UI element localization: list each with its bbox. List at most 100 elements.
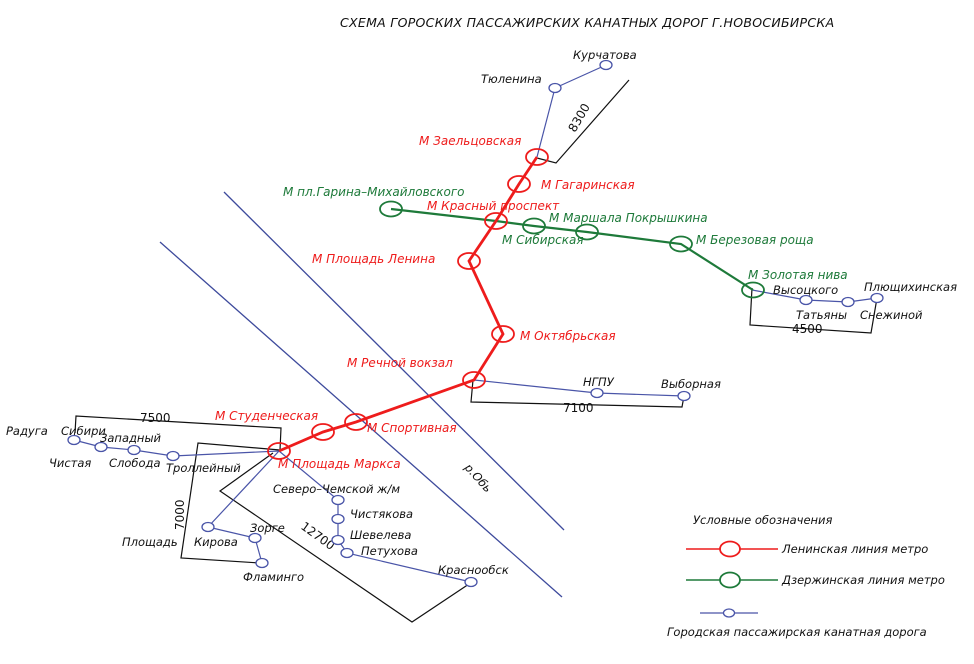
cableway-stations xyxy=(67,59,884,588)
dim-label-4500: 4500 xyxy=(792,322,823,336)
station-tatyany-snezhinoy[interactable] xyxy=(841,296,855,308)
label-zolotaya-niva: М Золотая нива xyxy=(748,268,848,282)
legend-blue-station-icon xyxy=(722,608,736,618)
station-zorge[interactable] xyxy=(248,532,262,544)
station-raduga-sibiri[interactable] xyxy=(67,434,81,446)
legend-label-dzerzhinskaya: Дзержинская линия метро xyxy=(781,573,945,587)
scheme-title: СХЕМА ГОРОСКИХ ПАССАЖИРСКИХ КАНАТНЫХ ДОР… xyxy=(340,15,834,30)
dimension-lines xyxy=(74,79,878,623)
dim-label-7000: 7000 xyxy=(173,499,187,530)
station-ploshchad-marksa[interactable] xyxy=(267,442,291,460)
station-rechnoy-vokzal[interactable] xyxy=(462,371,486,389)
station-vysotskogo[interactable] xyxy=(799,294,813,306)
label-ngpu: НГПУ xyxy=(583,375,615,389)
label-ploshchad-lenina: М Площадь Ленина xyxy=(312,252,435,266)
dimension-4500 xyxy=(749,287,878,334)
legend-red-station-icon xyxy=(719,540,741,558)
station-sibirskaya[interactable] xyxy=(522,217,546,235)
station-sloboda[interactable] xyxy=(127,444,141,456)
station-plyushchikhinskaya[interactable] xyxy=(870,292,884,304)
label-marshala-pokryshkina: М Маршала Покрышкина xyxy=(549,211,708,225)
dim-label-7100: 7100 xyxy=(563,401,594,415)
station-zaeltsovskaya[interactable] xyxy=(525,148,549,166)
label-vybornaya: Выборная xyxy=(661,377,721,391)
label-krasnoobsk: Краснообск xyxy=(438,563,509,577)
label-flamingo: Фламинго xyxy=(243,570,304,584)
legend-title: Условные обозначения xyxy=(693,513,833,527)
dimension-7000 xyxy=(180,442,281,564)
label-chistaya: Чистая xyxy=(49,456,91,470)
label-gagarinskaya: М Гагаринская xyxy=(541,178,635,192)
label-ploshchad: Площадь xyxy=(122,535,178,549)
label-zaeltsovskaya: М Заельцовская xyxy=(419,134,521,148)
station-kurchatova[interactable] xyxy=(599,59,613,71)
station-krasnoobsk[interactable] xyxy=(464,576,478,588)
cableway-north-line xyxy=(536,64,607,158)
label-sportivnaya: М Спортивная xyxy=(367,421,457,435)
legend: Условные обозначения Ленинская линия мет… xyxy=(667,513,945,639)
label-berezovaya-roshcha: М Березовая роща xyxy=(696,233,814,247)
station-oktyabrskaya[interactable] xyxy=(491,325,515,343)
label-sloboda: Слобода xyxy=(109,456,161,470)
station-ploshchad-lenina[interactable] xyxy=(457,252,481,270)
station-tyulenina[interactable] xyxy=(548,82,562,94)
station-gagarinskaya[interactable] xyxy=(507,175,531,193)
label-ploshchad-marksa: М Площадь Маркса xyxy=(278,457,401,471)
station-sportivnaya[interactable] xyxy=(344,413,368,431)
dzerzhinskaya-track xyxy=(390,207,754,291)
station-trolleyny[interactable] xyxy=(166,450,180,462)
station-krasny-prospekt[interactable] xyxy=(484,212,508,230)
label-petukhova: Петухова xyxy=(361,544,418,558)
label-trolleyny: Троллейный xyxy=(166,461,241,475)
label-garina-mikhaylovskogo: М пл.Гарина–Михайловского xyxy=(283,185,464,199)
label-raduga: Радуга xyxy=(6,424,48,438)
label-tyulenina: Тюленина xyxy=(481,72,542,86)
station-berezovaya-roshcha[interactable] xyxy=(669,235,693,253)
dimension-8300 xyxy=(536,79,630,164)
cableway-south-line xyxy=(278,450,472,583)
station-sheveleva[interactable] xyxy=(331,534,345,546)
legend-label-cableway: Городская пассажирская канатная дорога xyxy=(667,625,927,639)
label-zapadny: Западный xyxy=(100,431,162,445)
label-tatyany: Татьяны xyxy=(796,308,847,322)
station-garina-mikhaylovskogo[interactable] xyxy=(379,200,403,218)
label-snezhinoy: Снежиной xyxy=(860,308,923,322)
label-kirova: Кирова xyxy=(194,535,238,549)
river-label: р.Обь xyxy=(461,460,495,495)
station-vybornaya[interactable] xyxy=(677,390,691,402)
station-petukhova[interactable] xyxy=(340,547,354,559)
cableway-southwest-line xyxy=(206,450,280,564)
river-bank-east xyxy=(223,191,565,531)
cableway-center-line xyxy=(473,379,685,397)
station-zolotaya-niva[interactable] xyxy=(741,281,765,299)
legend-item-cableway: Городская пассажирская канатная дорога xyxy=(667,608,927,639)
label-sheveleva: Шевелева xyxy=(350,528,411,542)
dim-label-7500: 7500 xyxy=(140,411,171,425)
legend-item-dzerzhinskaya: Дзержинская линия метро xyxy=(686,571,945,589)
leninskaya-line xyxy=(267,148,549,460)
label-plyushchikhinskaya: Плющихинская xyxy=(864,280,957,294)
cableway-east-line xyxy=(751,289,878,303)
station-flamingo[interactable] xyxy=(255,557,269,569)
label-zorge: Зорге xyxy=(250,521,285,535)
station-severo-chemskoy[interactable] xyxy=(331,494,345,506)
label-sibiri: Сибири xyxy=(61,424,106,438)
station-studencheskaya[interactable] xyxy=(311,423,335,441)
label-krasny-prospekt: М Красный проспект xyxy=(427,199,560,213)
station-ngpu[interactable] xyxy=(590,387,604,399)
station-zapadny[interactable] xyxy=(94,441,108,453)
station-chistyakova[interactable] xyxy=(331,513,345,525)
legend-green-station-icon xyxy=(719,571,741,589)
legend-item-leninskaya: Ленинская линия метро xyxy=(686,540,928,558)
dim-label-8300: 8300 xyxy=(565,101,592,134)
label-vysotskogo: Высоцкого xyxy=(773,283,838,297)
dzerzhinskaya-line xyxy=(379,200,765,299)
station-marshala-pokryshkina[interactable] xyxy=(575,223,599,241)
legend-label-leninskaya: Ленинская линия метро xyxy=(781,542,928,556)
label-rechnoy-vokzal: М Речной вокзал xyxy=(347,356,453,370)
label-kurchatova: Курчатова xyxy=(573,48,637,62)
label-studencheskaya: М Студенческая xyxy=(215,409,318,423)
dimension-7100 xyxy=(470,379,685,408)
station-ploshchad-kirova[interactable] xyxy=(201,521,215,533)
label-chistyakova: Чистякова xyxy=(350,507,413,521)
